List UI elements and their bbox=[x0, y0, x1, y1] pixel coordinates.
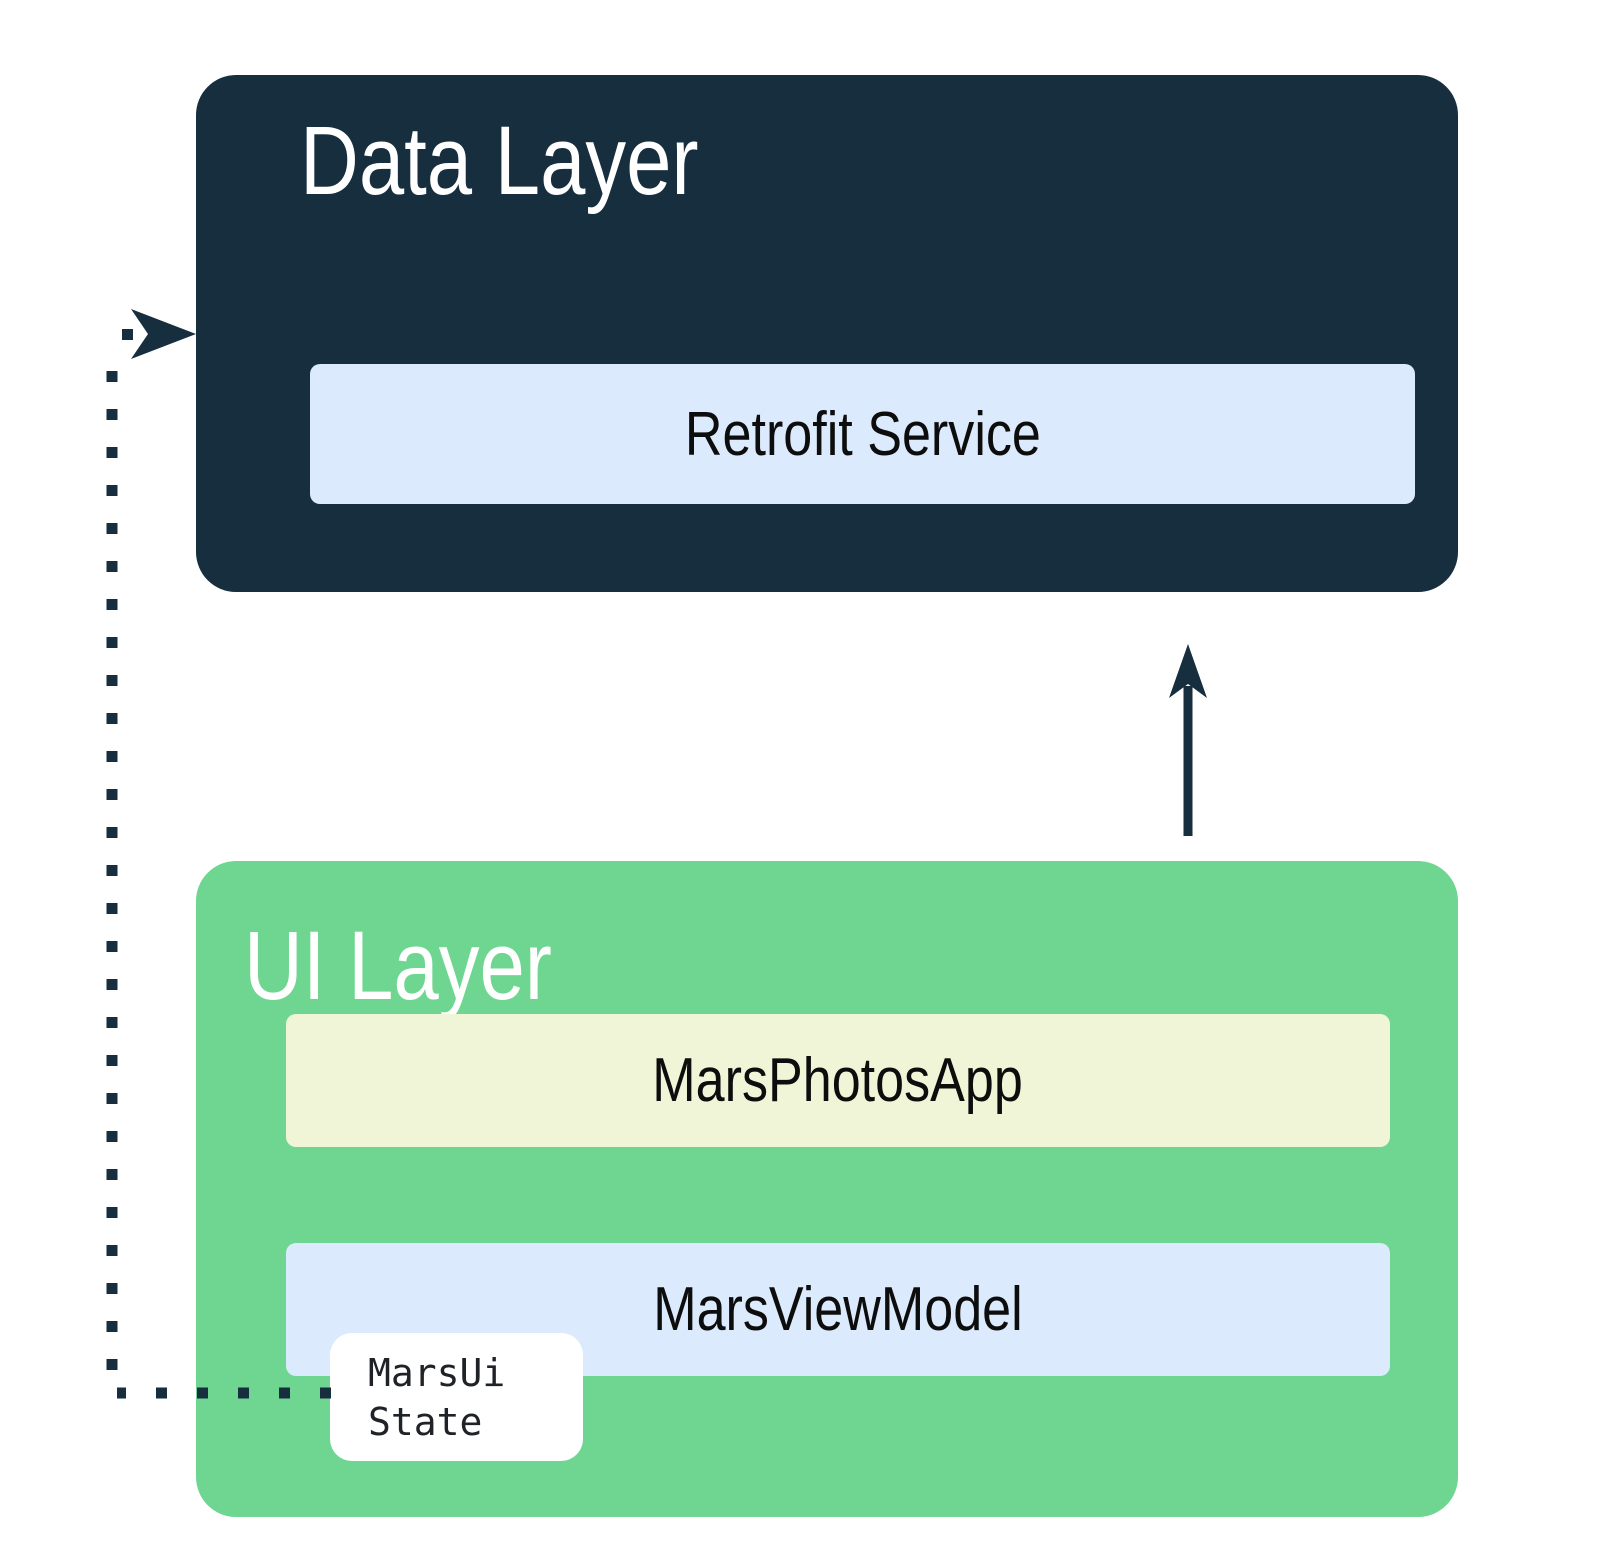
solid-up-arrowhead-icon bbox=[1169, 644, 1207, 698]
retrofit-service-label: Retrofit Service bbox=[684, 399, 1041, 469]
marsphotosapp-box: MarsPhotosApp bbox=[286, 1014, 1390, 1147]
ui-layer-title: UI Layer bbox=[244, 911, 552, 1020]
dotted-line-corner-dot bbox=[122, 329, 133, 340]
data-layer-title: Data Layer bbox=[300, 106, 699, 215]
retrofit-service-box: Retrofit Service bbox=[310, 364, 1415, 504]
marsphotosapp-label: MarsPhotosApp bbox=[652, 1046, 1024, 1115]
marsviewmodel-label: MarsViewModel bbox=[653, 1275, 1023, 1344]
ui-layer-box: UI Layer MarsPhotosApp MarsViewModel Mar… bbox=[196, 861, 1458, 1517]
marsuistate-line2: State bbox=[368, 1400, 483, 1444]
marsuistate-box: MarsUi State bbox=[330, 1333, 583, 1461]
marsuistate-line1: MarsUi bbox=[368, 1351, 506, 1395]
data-layer-box: Data Layer Retrofit Service bbox=[196, 75, 1458, 592]
dotted-arrowhead-icon bbox=[131, 309, 196, 359]
